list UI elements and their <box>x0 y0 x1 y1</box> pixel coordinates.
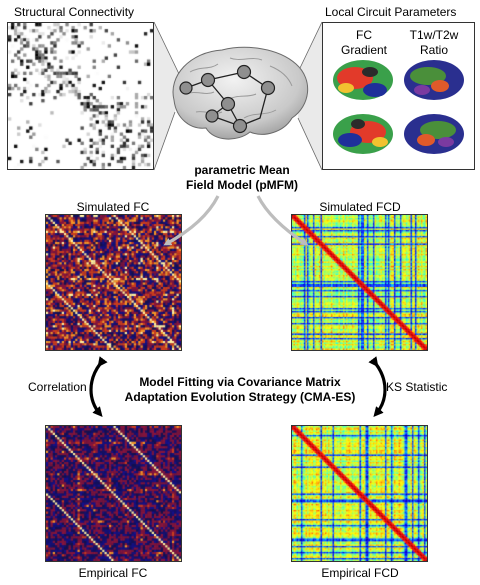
model-to-fcd-arrow <box>256 195 309 246</box>
correlation-double-arrow <box>89 356 108 418</box>
local-circuit-title: Local Circuit Parameters <box>325 5 457 19</box>
empirical-fcd-matrix <box>291 425 428 562</box>
fitting-title-line1: Model Fitting via Covariance Matrix <box>139 375 341 389</box>
fc-gradient-label-2: Gradient <box>340 43 388 57</box>
fitting-title-line2: Adaptation Evolution Strategy (CMA-ES) <box>124 390 356 404</box>
empirical-fc-matrix <box>45 425 182 562</box>
ks-statistic-label: KS Statistic <box>386 380 448 394</box>
model-title-line1: parametric Mean <box>194 163 290 177</box>
t1t2-ratio-label-1: T1w/T2w <box>409 28 459 42</box>
structural-connectivity-matrix <box>7 22 154 170</box>
t1t2-ratio-label-2: Ratio <box>419 43 449 57</box>
empirical-fc-label: Empirical FC <box>78 566 148 580</box>
sc-projection-wedge <box>153 21 181 171</box>
simulated-fc-label: Simulated FC <box>76 200 150 214</box>
lcp-projection-wedge <box>297 21 323 171</box>
t1t2-ratio-brain-maps <box>404 60 464 154</box>
simulated-fc-matrix <box>45 214 182 351</box>
model-to-fc-arrow <box>163 195 220 246</box>
model-title-line2: Field Model (pMFM) <box>186 178 298 192</box>
simulated-fcd-label: Simulated FCD <box>319 200 401 214</box>
network-node-icons <box>179 64 276 134</box>
fc-gradient-brain-maps <box>333 60 393 154</box>
ks-statistic-double-arrow <box>368 356 387 418</box>
structural-connectivity-title: Structural Connectivity <box>14 5 135 19</box>
brain-icon <box>172 46 309 140</box>
fc-gradient-label-1: FC <box>356 28 372 42</box>
correlation-label: Correlation <box>28 380 87 394</box>
simulated-fcd-matrix <box>291 214 428 351</box>
empirical-fcd-label: Empirical FCD <box>321 566 399 580</box>
